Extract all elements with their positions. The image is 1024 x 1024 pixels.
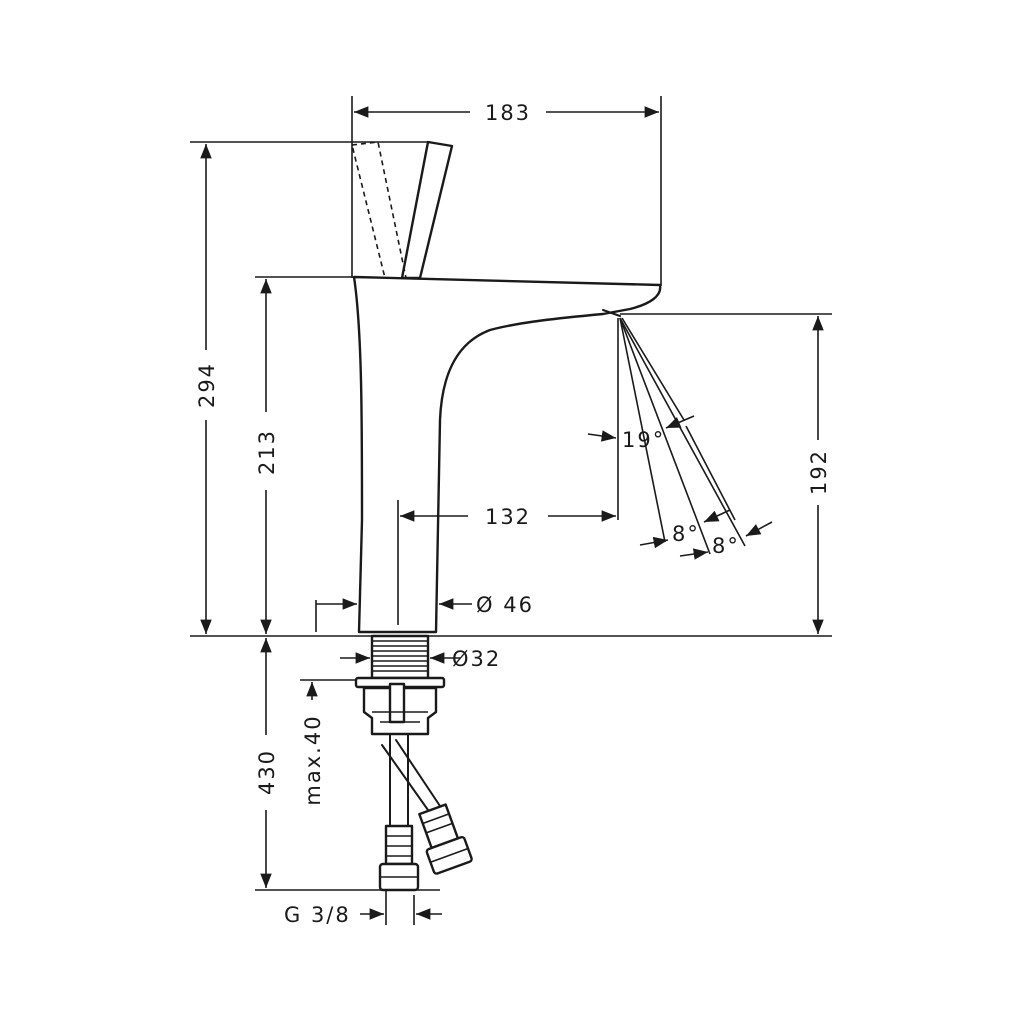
hose-vertical xyxy=(389,733,409,829)
dimension-lines xyxy=(200,106,824,920)
spray-angles xyxy=(619,317,746,555)
dim-132: 132 xyxy=(485,505,531,529)
lever-handle xyxy=(400,140,454,280)
dim-192: 192 xyxy=(807,449,831,495)
thread-lines xyxy=(372,640,428,672)
faucet-outline xyxy=(351,140,662,634)
dim-angle-8-right: 8° xyxy=(712,534,740,558)
dim-213: 213 xyxy=(255,429,279,475)
dim-thread-g38: G 3/8 xyxy=(284,903,351,927)
dim-angle-8-left: 8° xyxy=(672,522,700,546)
faucet-body xyxy=(352,275,662,634)
dim-angle-19: 19° xyxy=(622,428,665,452)
dim-diameter-46: Ø 46 xyxy=(476,593,534,617)
reference-lines xyxy=(190,96,832,925)
hose-fitting-vertical xyxy=(384,824,414,866)
fixing-screw xyxy=(388,682,406,724)
hose-angled xyxy=(381,739,441,811)
dim-diameter-32: Ø32 xyxy=(452,647,501,671)
dim-183: 183 xyxy=(485,101,531,125)
hose-fitting-angled xyxy=(418,803,473,875)
aerator-tip xyxy=(602,309,621,317)
dim-max-40: max.40 xyxy=(301,714,325,805)
mounting-assembly xyxy=(354,634,473,892)
dimension-labels: 183 294 213 132 192 19° 8° 8° Ø 46 Ø32 m… xyxy=(195,101,831,927)
dim-294: 294 xyxy=(195,362,219,408)
lever-handle-alt xyxy=(351,141,407,279)
dim-430: 430 xyxy=(255,749,279,795)
